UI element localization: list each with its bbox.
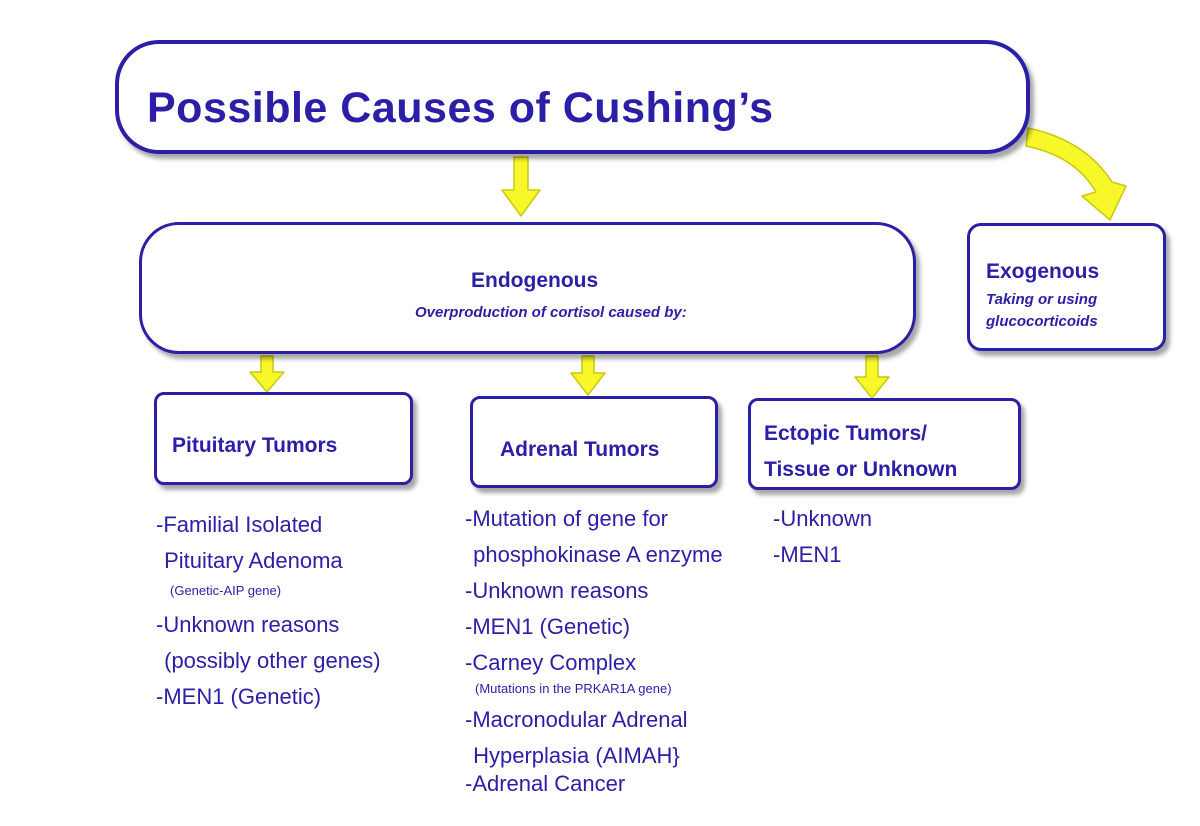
adrenal-tumors-box: Adrenal Tumors: [470, 396, 718, 488]
arrow-endogenous-to-adrenal: [570, 355, 606, 396]
exogenous-title: Exogenous: [986, 260, 1100, 283]
list-item: -Unknown reasons: [465, 578, 649, 603]
pituitary-tumors-box: Pituitary Tumors: [154, 392, 413, 485]
ectopic-tumors-box: Ectopic Tumors/ Tissue or Unknown: [748, 398, 1021, 490]
list-item: -MEN1: [773, 542, 842, 567]
list-item: Hyperplasia (AIMAH}: [467, 743, 680, 768]
endogenous-box: Endogenous Overproduction of cortisol ca…: [139, 222, 916, 354]
endogenous-title: Endogenous: [471, 269, 599, 292]
arrow-endogenous-to-ectopic: [854, 355, 890, 399]
list-item: Pituitary Adenoma: [158, 548, 343, 573]
list-item: -Mutation of gene for: [465, 506, 669, 531]
list-item: -Adrenal Cancer: [465, 771, 626, 796]
arrow-title-to-endogenous: [501, 156, 541, 217]
list-item: -MEN1 (Genetic): [465, 614, 631, 639]
arrow-endogenous-to-pituitary: [249, 355, 285, 393]
list-item: -Carney Complex: [465, 650, 637, 675]
adrenal-tumors-label: Adrenal Tumors: [500, 438, 660, 461]
exogenous-subtitle: Taking or using glucocorticoids: [986, 291, 1098, 330]
list-item: phosphokinase A enzyme: [467, 542, 723, 567]
list-item: (Mutations in the PRKAR1A gene): [475, 681, 672, 696]
title-box: Possible Causes of Cushing’s: [115, 40, 1030, 154]
arrow-title-to-exogenous: [1025, 127, 1127, 221]
list-item: -Familial Isolated: [156, 512, 323, 537]
list-item: (Genetic-AIP gene): [170, 583, 282, 598]
ectopic-tumors-label-line-1: Ectopic Tumors/: [764, 422, 927, 445]
page-title: Possible Causes of Cushing’s: [147, 84, 774, 132]
endogenous-subtitle: Overproduction of cortisol caused by:: [415, 304, 687, 321]
list-item: -Macronodular Adrenal: [465, 707, 688, 732]
list-item: (possibly other genes): [158, 648, 381, 673]
exogenous-box: Exogenous Taking or using glucocorticoid…: [967, 223, 1166, 351]
ectopic-tumors-label-line-2: Tissue or Unknown: [764, 458, 958, 481]
list-item: -MEN1 (Genetic): [156, 684, 322, 709]
pituitary-tumors-label: Pituitary Tumors: [172, 434, 338, 457]
list-item: -Unknown reasons: [156, 612, 340, 637]
list-item: -Unknown: [773, 506, 873, 531]
